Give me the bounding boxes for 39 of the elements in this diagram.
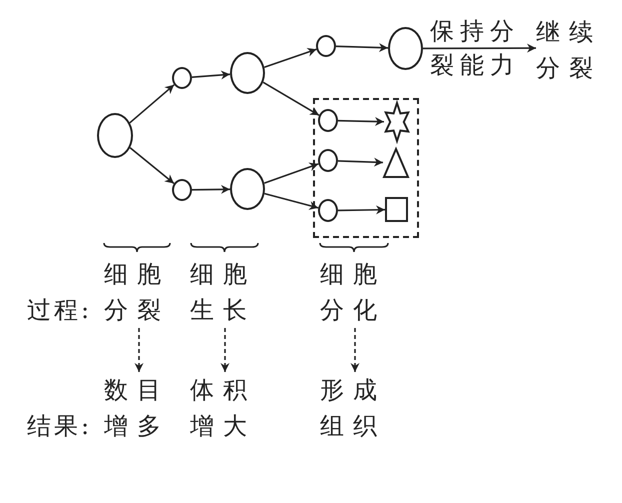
arrow <box>134 328 144 372</box>
arrow <box>264 162 319 184</box>
arrow <box>192 184 230 194</box>
stage-text: 细胞分化 <box>320 256 390 328</box>
cell-circle <box>230 52 265 94</box>
stage-text: 继续分裂 <box>536 14 606 82</box>
stage-text: 数目增多 <box>104 372 174 444</box>
arrow <box>336 43 388 52</box>
cell-circle <box>316 35 336 57</box>
stage-text: 细胞生长 <box>190 256 260 328</box>
arrow <box>423 44 536 53</box>
arrow <box>262 82 320 116</box>
arrow <box>338 205 386 214</box>
cell-circle <box>97 113 133 158</box>
cell-circle <box>388 27 423 70</box>
row-label: 结果: <box>27 411 92 442</box>
arrow <box>338 158 384 167</box>
stage-text: 细胞分裂 <box>104 256 174 328</box>
arrow <box>130 147 174 184</box>
triangle-shape <box>383 148 409 178</box>
cell-circle <box>230 168 265 210</box>
dashed-group-box <box>313 98 419 238</box>
arrow <box>129 84 175 124</box>
edge-label: 保持分裂能力 <box>430 16 521 81</box>
arrow <box>338 117 384 126</box>
square-shape <box>385 197 408 222</box>
cell-circle <box>318 149 338 172</box>
stage-text: 体积增大 <box>190 372 260 444</box>
cell-circle <box>172 179 192 201</box>
arrow <box>350 328 360 372</box>
stage-text: 形成组织 <box>320 372 390 444</box>
cell-circle <box>318 199 338 222</box>
row-label: 过程: <box>27 295 92 326</box>
cell-circle <box>318 109 338 132</box>
cell-circle <box>172 67 192 89</box>
arrow <box>264 48 317 68</box>
arrow <box>220 328 230 372</box>
arrow <box>192 70 230 80</box>
arrow <box>264 192 318 210</box>
